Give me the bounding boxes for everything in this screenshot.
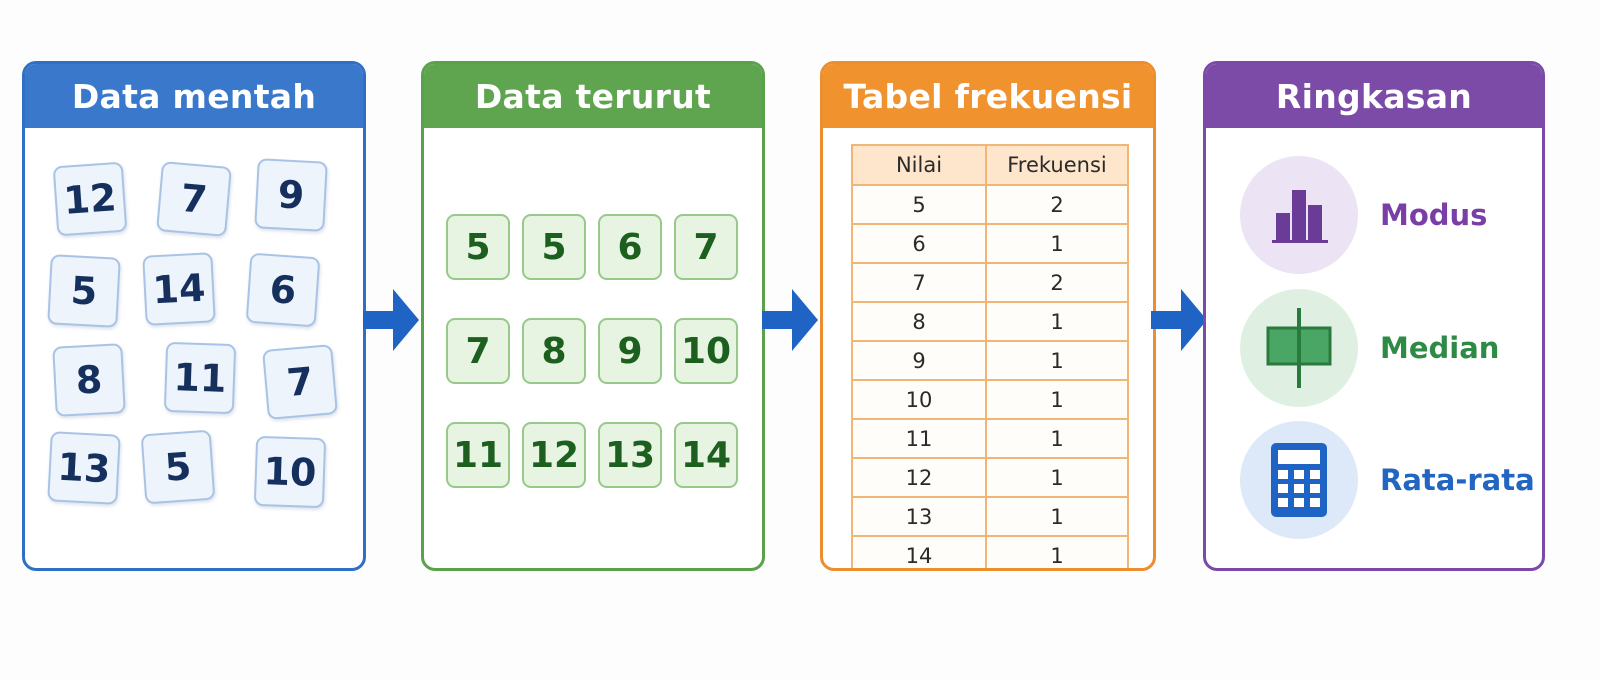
value-cell: 13 xyxy=(851,496,987,537)
frequency-cell: 1 xyxy=(985,379,1129,420)
calculator-icon xyxy=(1240,421,1358,539)
value-cell: 9 xyxy=(851,340,987,381)
frequency-cell: 1 xyxy=(985,457,1129,498)
sorted-value-card: 9 xyxy=(598,318,662,384)
raw-value-card: 14 xyxy=(142,252,216,326)
raw-data-panel: Data mentah 12 7 9 5 14 6 8 11 7 13 5 10 xyxy=(22,61,366,571)
sorted-value-card: 14 xyxy=(674,422,738,488)
raw-value-card: 10 xyxy=(253,435,327,509)
value-cell: 8 xyxy=(851,301,987,342)
sorted-value-card: 6 xyxy=(598,214,662,280)
sorted-value-card: 8 xyxy=(522,318,586,384)
value-cell: 7 xyxy=(851,262,987,303)
sorted-values-grid: 5 5 6 7 7 8 9 10 11 12 13 14 xyxy=(446,214,738,488)
raw-value-card: 5 xyxy=(140,429,216,505)
raw-data-title: Data mentah xyxy=(25,64,363,128)
bar-chart-icon xyxy=(1240,156,1358,274)
frequency-cell: 1 xyxy=(985,496,1129,537)
summary-panel: Ringkasan Modus Median xyxy=(1203,61,1545,571)
raw-value-card: 8 xyxy=(52,343,126,417)
raw-value-card: 6 xyxy=(245,252,321,328)
frequency-cell: 2 xyxy=(985,184,1129,225)
median-label: Median xyxy=(1380,331,1500,365)
summary-item-mode: Modus xyxy=(1240,156,1487,274)
column-header-frequency: Frekuensi xyxy=(985,144,1129,186)
flow-arrow-icon xyxy=(363,289,419,351)
frequency-cell: 2 xyxy=(985,262,1129,303)
raw-value-card: 5 xyxy=(47,254,121,328)
flow-arrow-icon xyxy=(1151,289,1207,351)
raw-value-card: 11 xyxy=(163,341,237,415)
sorted-value-card: 7 xyxy=(674,214,738,280)
sorted-value-card: 7 xyxy=(446,318,510,384)
value-cell: 6 xyxy=(851,223,987,264)
column-header-value: Nilai xyxy=(851,144,987,186)
summary-title: Ringkasan xyxy=(1206,64,1542,128)
mean-label: Rata-rata xyxy=(1380,463,1535,497)
value-cell: 12 xyxy=(851,457,987,498)
frequency-cell: 1 xyxy=(985,535,1129,568)
median-box-icon xyxy=(1240,289,1358,407)
value-cell: 5 xyxy=(851,184,987,225)
raw-value-card: 13 xyxy=(47,431,121,505)
raw-value-card: 7 xyxy=(156,161,232,237)
value-cell: 11 xyxy=(851,418,987,459)
mode-label: Modus xyxy=(1380,198,1488,232)
sorted-data-title: Data terurut xyxy=(424,64,762,128)
flow-arrow-icon xyxy=(762,289,818,351)
sorted-value-card: 5 xyxy=(522,214,586,280)
raw-value-card: 12 xyxy=(52,161,128,237)
value-cell: 14 xyxy=(851,535,987,568)
sorted-value-card: 5 xyxy=(446,214,510,280)
sorted-data-panel: Data terurut 5 5 6 7 7 8 9 10 11 12 13 1… xyxy=(421,61,765,571)
frequency-cell: 1 xyxy=(985,418,1129,459)
raw-value-card: 9 xyxy=(254,158,328,232)
frequency-cell: 1 xyxy=(985,223,1129,264)
summary-item-median: Median xyxy=(1240,289,1499,407)
frequency-cell: 1 xyxy=(985,301,1129,342)
sorted-value-card: 10 xyxy=(674,318,738,384)
summary-item-mean: Rata-rata xyxy=(1240,421,1535,539)
frequency-table-title: Tabel frekuensi xyxy=(823,64,1153,128)
raw-value-card: 7 xyxy=(262,344,338,420)
sorted-value-card: 11 xyxy=(446,422,510,488)
sorted-value-card: 13 xyxy=(598,422,662,488)
value-cell: 10 xyxy=(851,379,987,420)
frequency-cell: 1 xyxy=(985,340,1129,381)
sorted-value-card: 12 xyxy=(522,422,586,488)
table-header-row: Nilai Frekuensi xyxy=(851,144,1129,186)
